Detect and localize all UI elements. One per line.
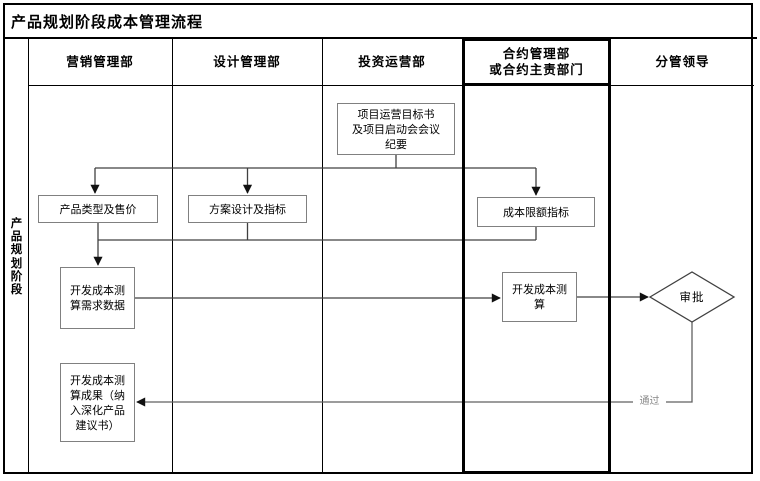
lane-divider-2: [322, 38, 323, 474]
node-cost-estimate-result: 开发成本测 算成果（纳 入深化产品 建议书）: [60, 363, 135, 442]
lane-header-contract: 合约管理部 或合约主责部门: [489, 45, 584, 77]
lane-header-marketing: 营销管理部: [66, 53, 134, 69]
node-product-type-price: 产品类型及售价: [38, 195, 158, 223]
contract-header-bold-underline: [462, 83, 611, 86]
lane-header-leader: 分管领导: [655, 53, 710, 69]
header-separator-line: [28, 85, 754, 86]
node-cost-estimate-demand-data: 开发成本测 算需求数据: [60, 267, 135, 329]
pass-edge-label: 通过: [633, 395, 666, 408]
stage-label: 产 品 规 划 阶 段: [10, 215, 23, 296]
contract-column-bold-border: [462, 38, 611, 474]
lane-header-design: 设计管理部: [213, 53, 281, 69]
stage-column-border: [28, 38, 29, 474]
lane-divider-1: [172, 38, 173, 474]
title-separator-line: [3, 37, 757, 39]
node-project-target-doc: 项目运营目标书 及项目启动会会议 纪要: [337, 103, 455, 155]
node-scheme-design-index: 方案设计及指标: [188, 195, 307, 223]
lane-header-investment: 投资运营部: [358, 53, 426, 69]
node-cost-limit-index: 成本限额指标: [477, 197, 595, 227]
node-cost-estimate: 开发成本测 算: [502, 272, 577, 322]
outer-border: [3, 3, 753, 474]
approval-diamond-label: 审批: [679, 290, 705, 304]
page-title: 产品规划阶段成本管理流程: [11, 13, 204, 31]
